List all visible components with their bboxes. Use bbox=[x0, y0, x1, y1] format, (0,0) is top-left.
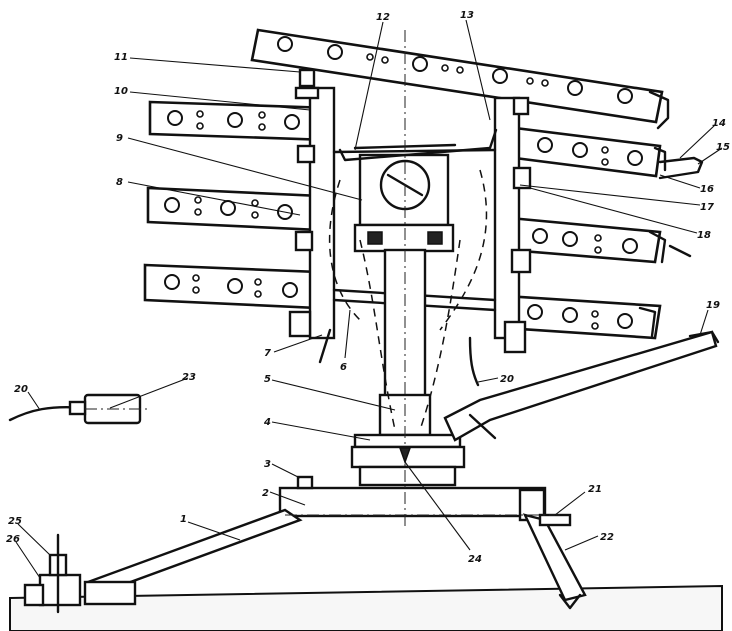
callout-labels: 1 2 3 4 5 6 7 8 9 10 11 12 13 14 15 16 1… bbox=[6, 10, 730, 565]
callout-15: 15 bbox=[716, 142, 730, 153]
callout-4: 4 bbox=[263, 417, 271, 428]
callout-1: 1 bbox=[180, 514, 187, 525]
traverse-handle bbox=[443, 330, 720, 442]
callout-6: 6 bbox=[340, 362, 347, 373]
callout-16: 16 bbox=[700, 184, 714, 195]
center-lines bbox=[85, 30, 560, 530]
callout-26: 26 bbox=[6, 534, 20, 545]
rail-end-clamps bbox=[638, 90, 704, 338]
callout-20-remote: 20 bbox=[14, 384, 28, 395]
rail-frame bbox=[308, 86, 521, 340]
callout-9: 9 bbox=[116, 133, 123, 144]
callout-21: 21 bbox=[588, 484, 602, 495]
guide-rail-1 bbox=[250, 28, 664, 124]
callout-19: 19 bbox=[706, 300, 720, 311]
ground-stake bbox=[23, 533, 82, 614]
guide-rail-2 bbox=[148, 100, 662, 178]
callout-17: 17 bbox=[700, 202, 714, 213]
base-platform bbox=[278, 475, 547, 522]
elevation-head bbox=[338, 128, 498, 253]
callout-2: 2 bbox=[262, 488, 269, 499]
callout-3: 3 bbox=[264, 459, 271, 470]
support-leg-left bbox=[83, 508, 303, 606]
guide-rail-3 bbox=[146, 186, 662, 264]
callout-20-cable: 20 bbox=[500, 374, 514, 385]
callout-18: 18 bbox=[697, 230, 711, 241]
callout-22: 22 bbox=[600, 532, 614, 543]
callout-5: 5 bbox=[264, 374, 271, 385]
callout-8: 8 bbox=[116, 177, 123, 188]
callout-13: 13 bbox=[460, 10, 474, 21]
leader-lines bbox=[15, 19, 723, 579]
callout-14: 14 bbox=[712, 118, 726, 129]
ground-surface bbox=[9, 584, 723, 631]
callout-11: 11 bbox=[114, 52, 128, 63]
clamp-bolts bbox=[288, 68, 532, 354]
callout-7: 7 bbox=[264, 348, 271, 359]
callout-12: 12 bbox=[376, 12, 390, 23]
callout-10: 10 bbox=[114, 86, 128, 97]
callout-25: 25 bbox=[8, 516, 22, 527]
callout-24: 24 bbox=[468, 554, 482, 565]
callout-23: 23 bbox=[182, 372, 196, 383]
